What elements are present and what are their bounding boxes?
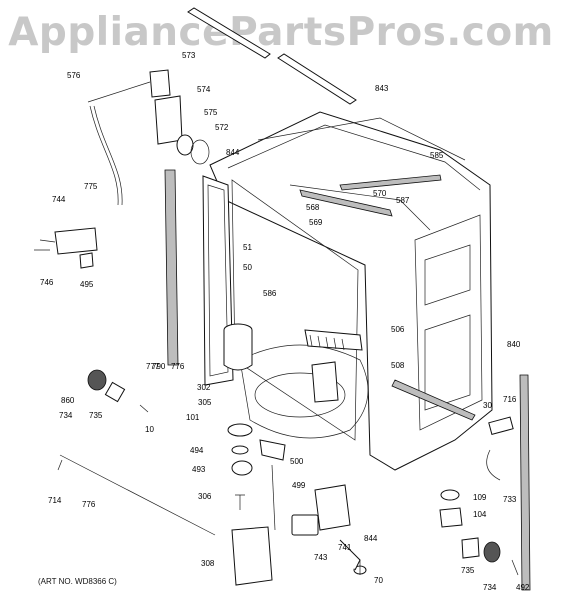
callout-label: 733 bbox=[503, 495, 517, 504]
callout-label: 104 bbox=[473, 510, 487, 519]
callout-label: 775 bbox=[84, 182, 98, 191]
callout-label: 492 bbox=[516, 583, 530, 592]
callout-label: 506 bbox=[391, 325, 405, 334]
callout-label: 743 bbox=[314, 553, 328, 562]
callout-label: 586 bbox=[263, 289, 277, 298]
callout-label: 587 bbox=[396, 196, 410, 205]
tub-body bbox=[209, 111, 493, 471]
callout-label: 744 bbox=[52, 195, 66, 204]
callout-label: 70 bbox=[374, 576, 383, 585]
gasket-left bbox=[164, 169, 179, 366]
callout-label: 844 bbox=[364, 534, 378, 543]
callout-label: 499 bbox=[292, 481, 306, 490]
callout-label: 741 bbox=[338, 543, 352, 552]
callout-label: 50 bbox=[243, 263, 252, 272]
callout-label: 494 bbox=[190, 446, 204, 455]
seal bbox=[87, 369, 107, 391]
callout-label: 302 bbox=[197, 383, 211, 392]
callout-label: 500 bbox=[290, 457, 304, 466]
callout-label: 508 bbox=[391, 361, 405, 370]
callout-label: 495 bbox=[80, 280, 94, 289]
callout-label: 735 bbox=[89, 411, 103, 420]
filter bbox=[304, 329, 363, 351]
callout-label: 572 bbox=[215, 123, 229, 132]
sump bbox=[223, 330, 253, 371]
callout-label: 568 bbox=[306, 203, 320, 212]
tub-assembly-drawing bbox=[34, 7, 531, 591]
callout-label: 570 bbox=[373, 189, 387, 198]
top-rail-part bbox=[187, 7, 271, 59]
callout-label: 109 bbox=[473, 493, 487, 502]
callout-label: 746 bbox=[40, 278, 54, 287]
callout-label: 844 bbox=[226, 148, 240, 157]
callout-label: 574 bbox=[197, 85, 211, 94]
callout-label: 776 bbox=[171, 362, 185, 371]
callout-label: 734 bbox=[59, 411, 73, 420]
callout-label: 306 bbox=[198, 492, 212, 501]
callout-label: 776 bbox=[82, 500, 96, 509]
callout-label: 101 bbox=[186, 413, 200, 422]
callout-label: 860 bbox=[61, 396, 75, 405]
callout-label: 305 bbox=[198, 398, 212, 407]
callout-label: 843 bbox=[375, 84, 389, 93]
filter-cup bbox=[311, 361, 339, 403]
top-rail-part bbox=[277, 53, 357, 105]
art-number: (ART NO. WD8366 C) bbox=[38, 577, 117, 586]
callout-label: 576 bbox=[67, 71, 81, 80]
callout-label: 493 bbox=[192, 465, 206, 474]
callout-label: 308 bbox=[201, 559, 215, 568]
door-strut bbox=[391, 379, 476, 421]
watermark: AppliancePartsPros.com bbox=[8, 10, 554, 55]
callout-label: 585 bbox=[430, 151, 444, 160]
callout-labels: 10 30 50 51 70 101 104 109 302 305 306 308 493 494 495… bbox=[40, 51, 530, 592]
callout-label: 735 bbox=[461, 566, 475, 575]
spray-arm bbox=[299, 189, 393, 217]
callout-label: 790 bbox=[152, 362, 166, 371]
callout-label: 51 bbox=[243, 243, 252, 252]
callout-label: 840 bbox=[507, 340, 521, 349]
bracket-308 bbox=[231, 526, 273, 586]
callout-label: 734 bbox=[483, 583, 497, 592]
callout-label: 573 bbox=[182, 51, 196, 60]
callout-label: 30 bbox=[483, 401, 492, 410]
callout-label: 716 bbox=[503, 395, 517, 404]
callout-label: 777 bbox=[146, 362, 160, 371]
callout-label: 569 bbox=[309, 218, 323, 227]
callout-label: 575 bbox=[204, 108, 218, 117]
callout-label: 10 bbox=[145, 425, 154, 434]
water-valve bbox=[54, 227, 98, 255]
callout-label: 714 bbox=[48, 496, 62, 505]
gasket-right bbox=[519, 374, 531, 591]
